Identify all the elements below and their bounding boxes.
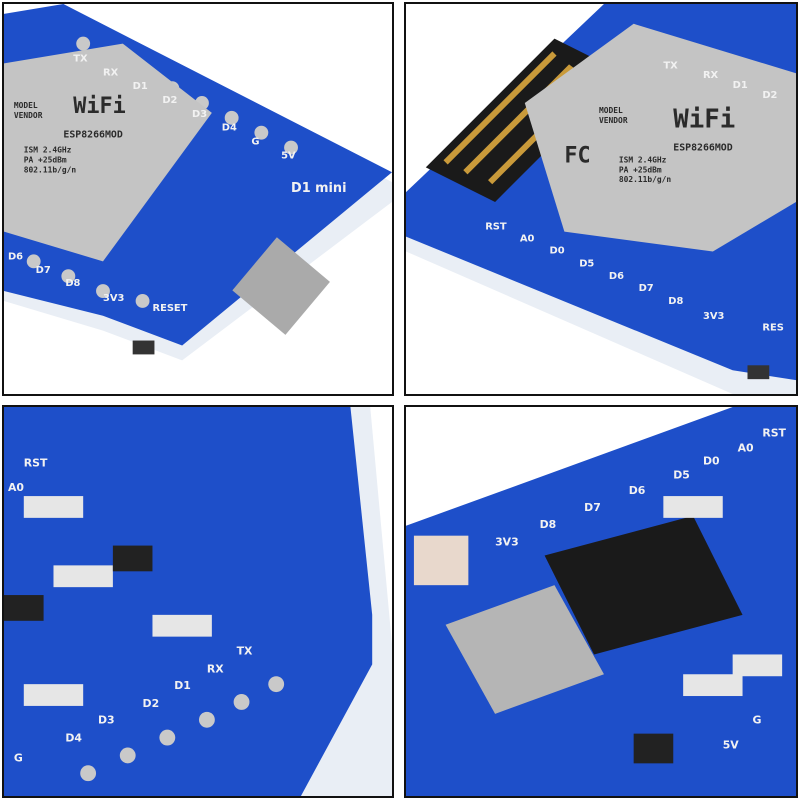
label-d7: D7 [584,501,601,514]
module-chip-text: ESP8266MOD [673,142,733,153]
label-d0: D0 [703,454,720,467]
label-a0: A0 [520,234,535,245]
pin-header-pads [80,676,285,782]
label-tx: TX [73,53,88,64]
photo-board-top-view: WiFi MODEL VENDOR ESP8266MOD ISM 2.4GHz … [2,2,394,396]
module-model-text: MODEL [599,106,623,115]
label-d3: D3 [192,109,207,120]
label-3v3: 3V3 [495,536,519,549]
micro-usb-port [445,585,604,714]
label-rst: RST [485,222,507,233]
label-reset: RESET [152,303,187,314]
label-d1: D1 [133,81,148,92]
module-pa-text: PA +25dBm [24,155,67,164]
reset-switch [413,535,469,586]
label-d4: D4 [65,732,82,745]
module-std-text: 802.11b/g/n [619,175,672,184]
wifi-logo: WiFi [673,105,735,135]
wifi-logo: WiFi [73,94,125,119]
label-d6: D6 [629,484,646,497]
label-3v3: 3V3 [703,311,725,322]
module-model-text: MODEL [14,101,38,110]
photo-board-underside-left: RST A0 TX RX D1 D2 D3 D4 G [2,405,394,798]
module-vendor-text: VENDOR [599,116,628,125]
label-d8: D8 [668,296,683,307]
label-d1: D1 [733,80,748,91]
esp-module-shield [4,43,212,262]
label-d2: D2 [762,90,777,101]
label-d2: D2 [162,95,177,106]
label-5v: 5V [723,738,740,751]
label-reset: RES [762,323,783,334]
label-g: G [251,137,259,148]
label-5v: 5V [281,150,296,161]
reset-button [747,365,770,380]
label-d5: D5 [579,258,594,269]
label-d6: D6 [609,271,624,282]
label-a0: A0 [738,442,754,455]
photo-board-antenna-view: WiFi MODEL VENDOR FC ESP8266MOD ISM 2.4G… [404,2,798,396]
label-d4: D4 [222,123,237,134]
photo-board-underside-usb: 3V3 D8 D7 D6 D5 D0 A0 RST G 5V [404,405,798,798]
board-illustration: 3V3 D8 D7 D6 D5 D0 A0 RST G 5V [406,407,796,796]
label-3v3: 3V3 [103,293,125,304]
label-rst: RST [24,456,48,469]
label-a0: A0 [8,481,24,494]
label-rx: RX [103,67,119,78]
label-d2: D2 [143,697,160,710]
label-g: G [752,714,761,727]
label-d7: D7 [639,283,654,294]
label-tx: TX [663,60,678,71]
label-g: G [14,751,23,764]
label-rst: RST [762,427,786,440]
smd-components [4,496,212,706]
label-d3: D3 [98,714,115,727]
label-tx: TX [237,644,253,657]
usb-serial-chip [544,515,743,655]
board-title-label: D1 mini [291,181,346,196]
label-d8: D8 [540,518,557,531]
module-chip-text: ESP8266MOD [63,130,123,141]
esp-module-shield [524,23,796,252]
smd-components [633,496,783,764]
module-ism-text: ISM 2.4GHz [24,145,72,154]
label-d6: D6 [8,251,23,262]
board-illustration: WiFi MODEL VENDOR FC ESP8266MOD ISM 2.4G… [406,4,796,394]
label-d7: D7 [36,265,51,276]
pcb-board [4,407,373,796]
label-d0: D0 [550,245,565,256]
label-rx: RX [207,662,224,675]
module-std-text: 802.11b/g/n [24,165,77,174]
label-d1: D1 [174,679,191,692]
label-d5: D5 [673,468,690,481]
micro-usb-port [232,237,330,335]
module-ism-text: ISM 2.4GHz [619,155,667,164]
board-illustration: RST A0 TX RX D1 D2 D3 D4 G [4,407,392,796]
module-vendor-text: VENDOR [14,111,43,120]
reset-button [132,340,155,355]
label-d8: D8 [65,278,80,289]
module-pa-text: PA +25dBm [619,165,662,174]
fc-logo: FC [564,143,590,168]
label-rx: RX [703,70,719,81]
board-illustration: WiFi MODEL VENDOR ESP8266MOD ISM 2.4GHz … [4,4,392,361]
